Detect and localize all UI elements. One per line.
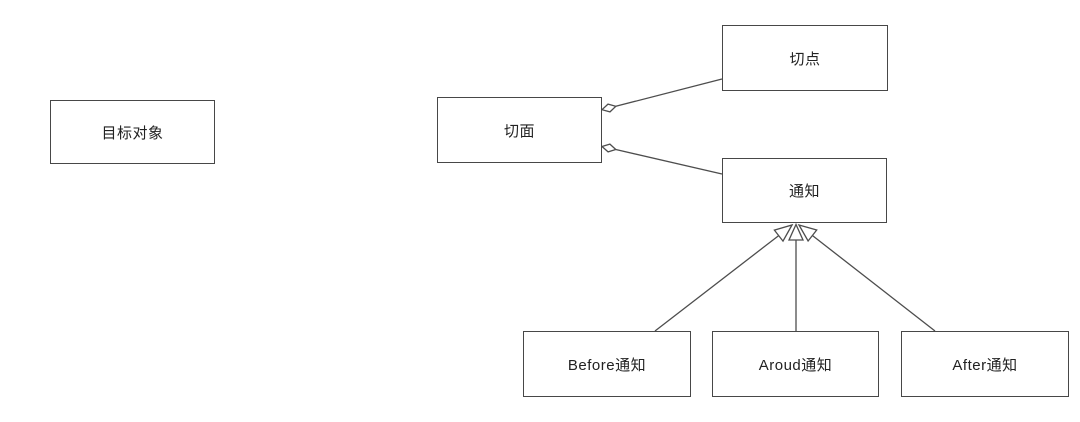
edge-before-advice [654, 235, 780, 332]
node-before-advice-label: Before通知 [567, 356, 647, 374]
node-advice: 通知 [722, 158, 887, 223]
generalization-triangle-icon-around [787, 222, 805, 241]
node-around-advice-label: Aroud通知 [758, 356, 833, 374]
edge-after-advice [812, 234, 936, 332]
node-after-advice-label: After通知 [952, 356, 1018, 374]
edge-aspect-advice [615, 148, 723, 175]
aggregation-diamond-icon-advice [600, 143, 618, 153]
edge-aspect-pointcut [615, 78, 723, 107]
node-after-advice: After通知 [901, 331, 1069, 397]
node-pointcut: 切点 [722, 25, 888, 91]
node-target-object: 目标对象 [50, 100, 215, 164]
generalization-triangle-icon-before [773, 223, 794, 243]
node-aspect: 切面 [437, 97, 602, 163]
generalization-triangle-icon-after [797, 223, 818, 243]
node-pointcut-label: 切点 [789, 50, 821, 68]
node-aspect-label: 切面 [503, 122, 535, 140]
aggregation-diamond-icon-pointcut [600, 103, 618, 113]
node-advice-label: 通知 [788, 183, 820, 200]
node-before-advice: Before通知 [523, 331, 691, 397]
node-target-object-label: 目标对象 [101, 124, 164, 142]
node-around-advice: Aroud通知 [712, 331, 879, 397]
